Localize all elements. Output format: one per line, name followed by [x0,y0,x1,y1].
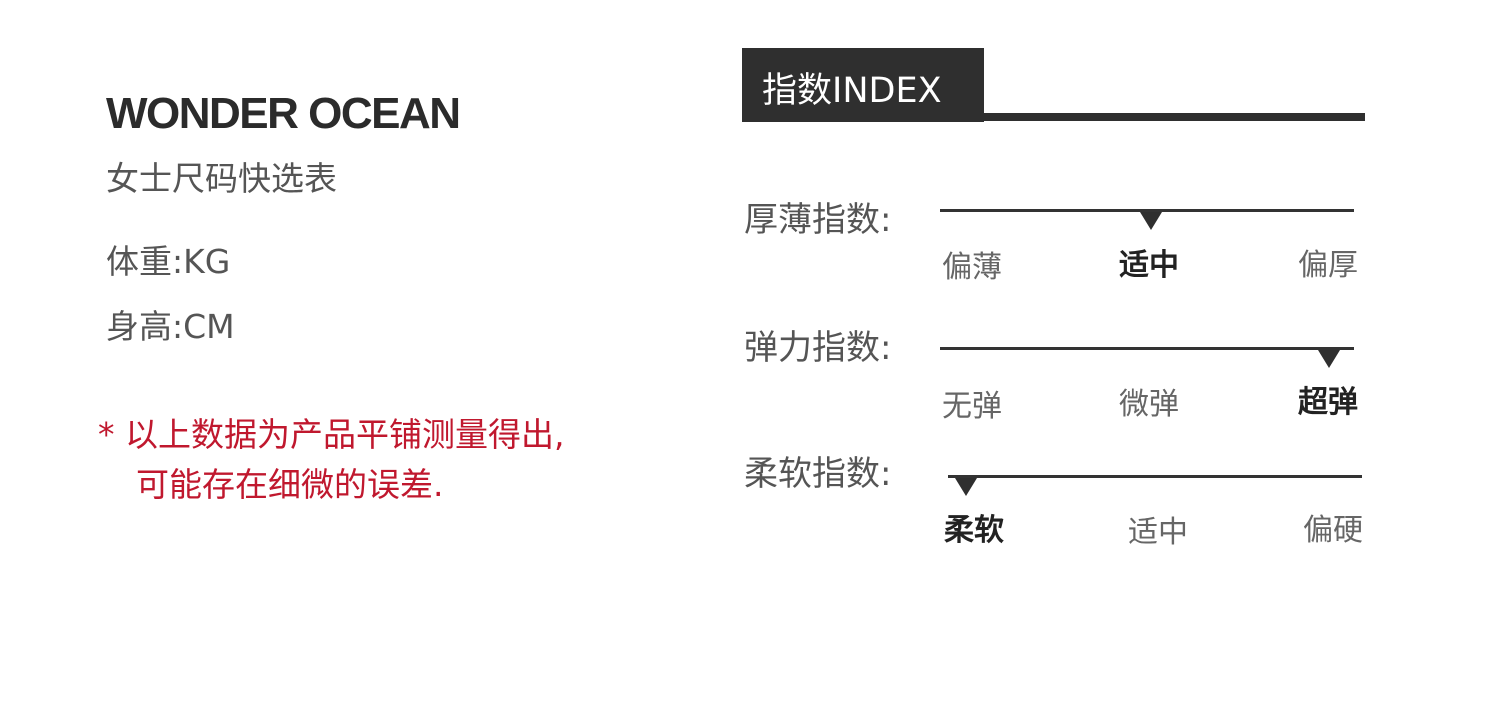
elasticity-option-super: 超弹 [1298,385,1358,420]
softness-option-hard: 偏硬 [1303,513,1363,548]
softness-index-label: 柔软指数: [744,454,892,494]
softness-option-soft: 柔软 [944,513,1004,548]
note-line-1: * 以上数据为产品平铺测量得出, [98,415,565,454]
thickness-index-marker [1140,212,1162,230]
elasticity-index-label: 弹力指数: [744,328,892,368]
weight-unit: 体重:KG [106,242,231,281]
elasticity-index-scale [940,347,1354,350]
thickness-option-thin: 偏薄 [942,250,1002,285]
elasticity-option-none: 无弹 [942,389,1002,424]
index-header: 指数INDEX [742,48,984,122]
elasticity-index-marker [1318,350,1340,368]
header-rule [742,113,1365,121]
thickness-index-scale [940,209,1354,212]
thickness-option-medium: 适中 [1119,248,1179,283]
note-line-2: 可能存在细微的误差. [136,465,444,504]
softness-option-medium: 适中 [1128,515,1188,550]
thickness-index-label: 厚薄指数: [744,200,892,240]
brand-logo: WONDER OCEAN [106,89,461,138]
measurement-note: * 以上数据为产品平铺测量得出, 可能存在细微的误差. [98,410,564,510]
thickness-option-thick: 偏厚 [1298,248,1358,283]
softness-index-scale [948,475,1362,478]
softness-index-marker [955,478,977,496]
height-unit: 身高:CM [106,307,235,346]
elasticity-option-slight: 微弹 [1119,387,1179,422]
page-title: 女士尺码快选表 [106,159,337,198]
